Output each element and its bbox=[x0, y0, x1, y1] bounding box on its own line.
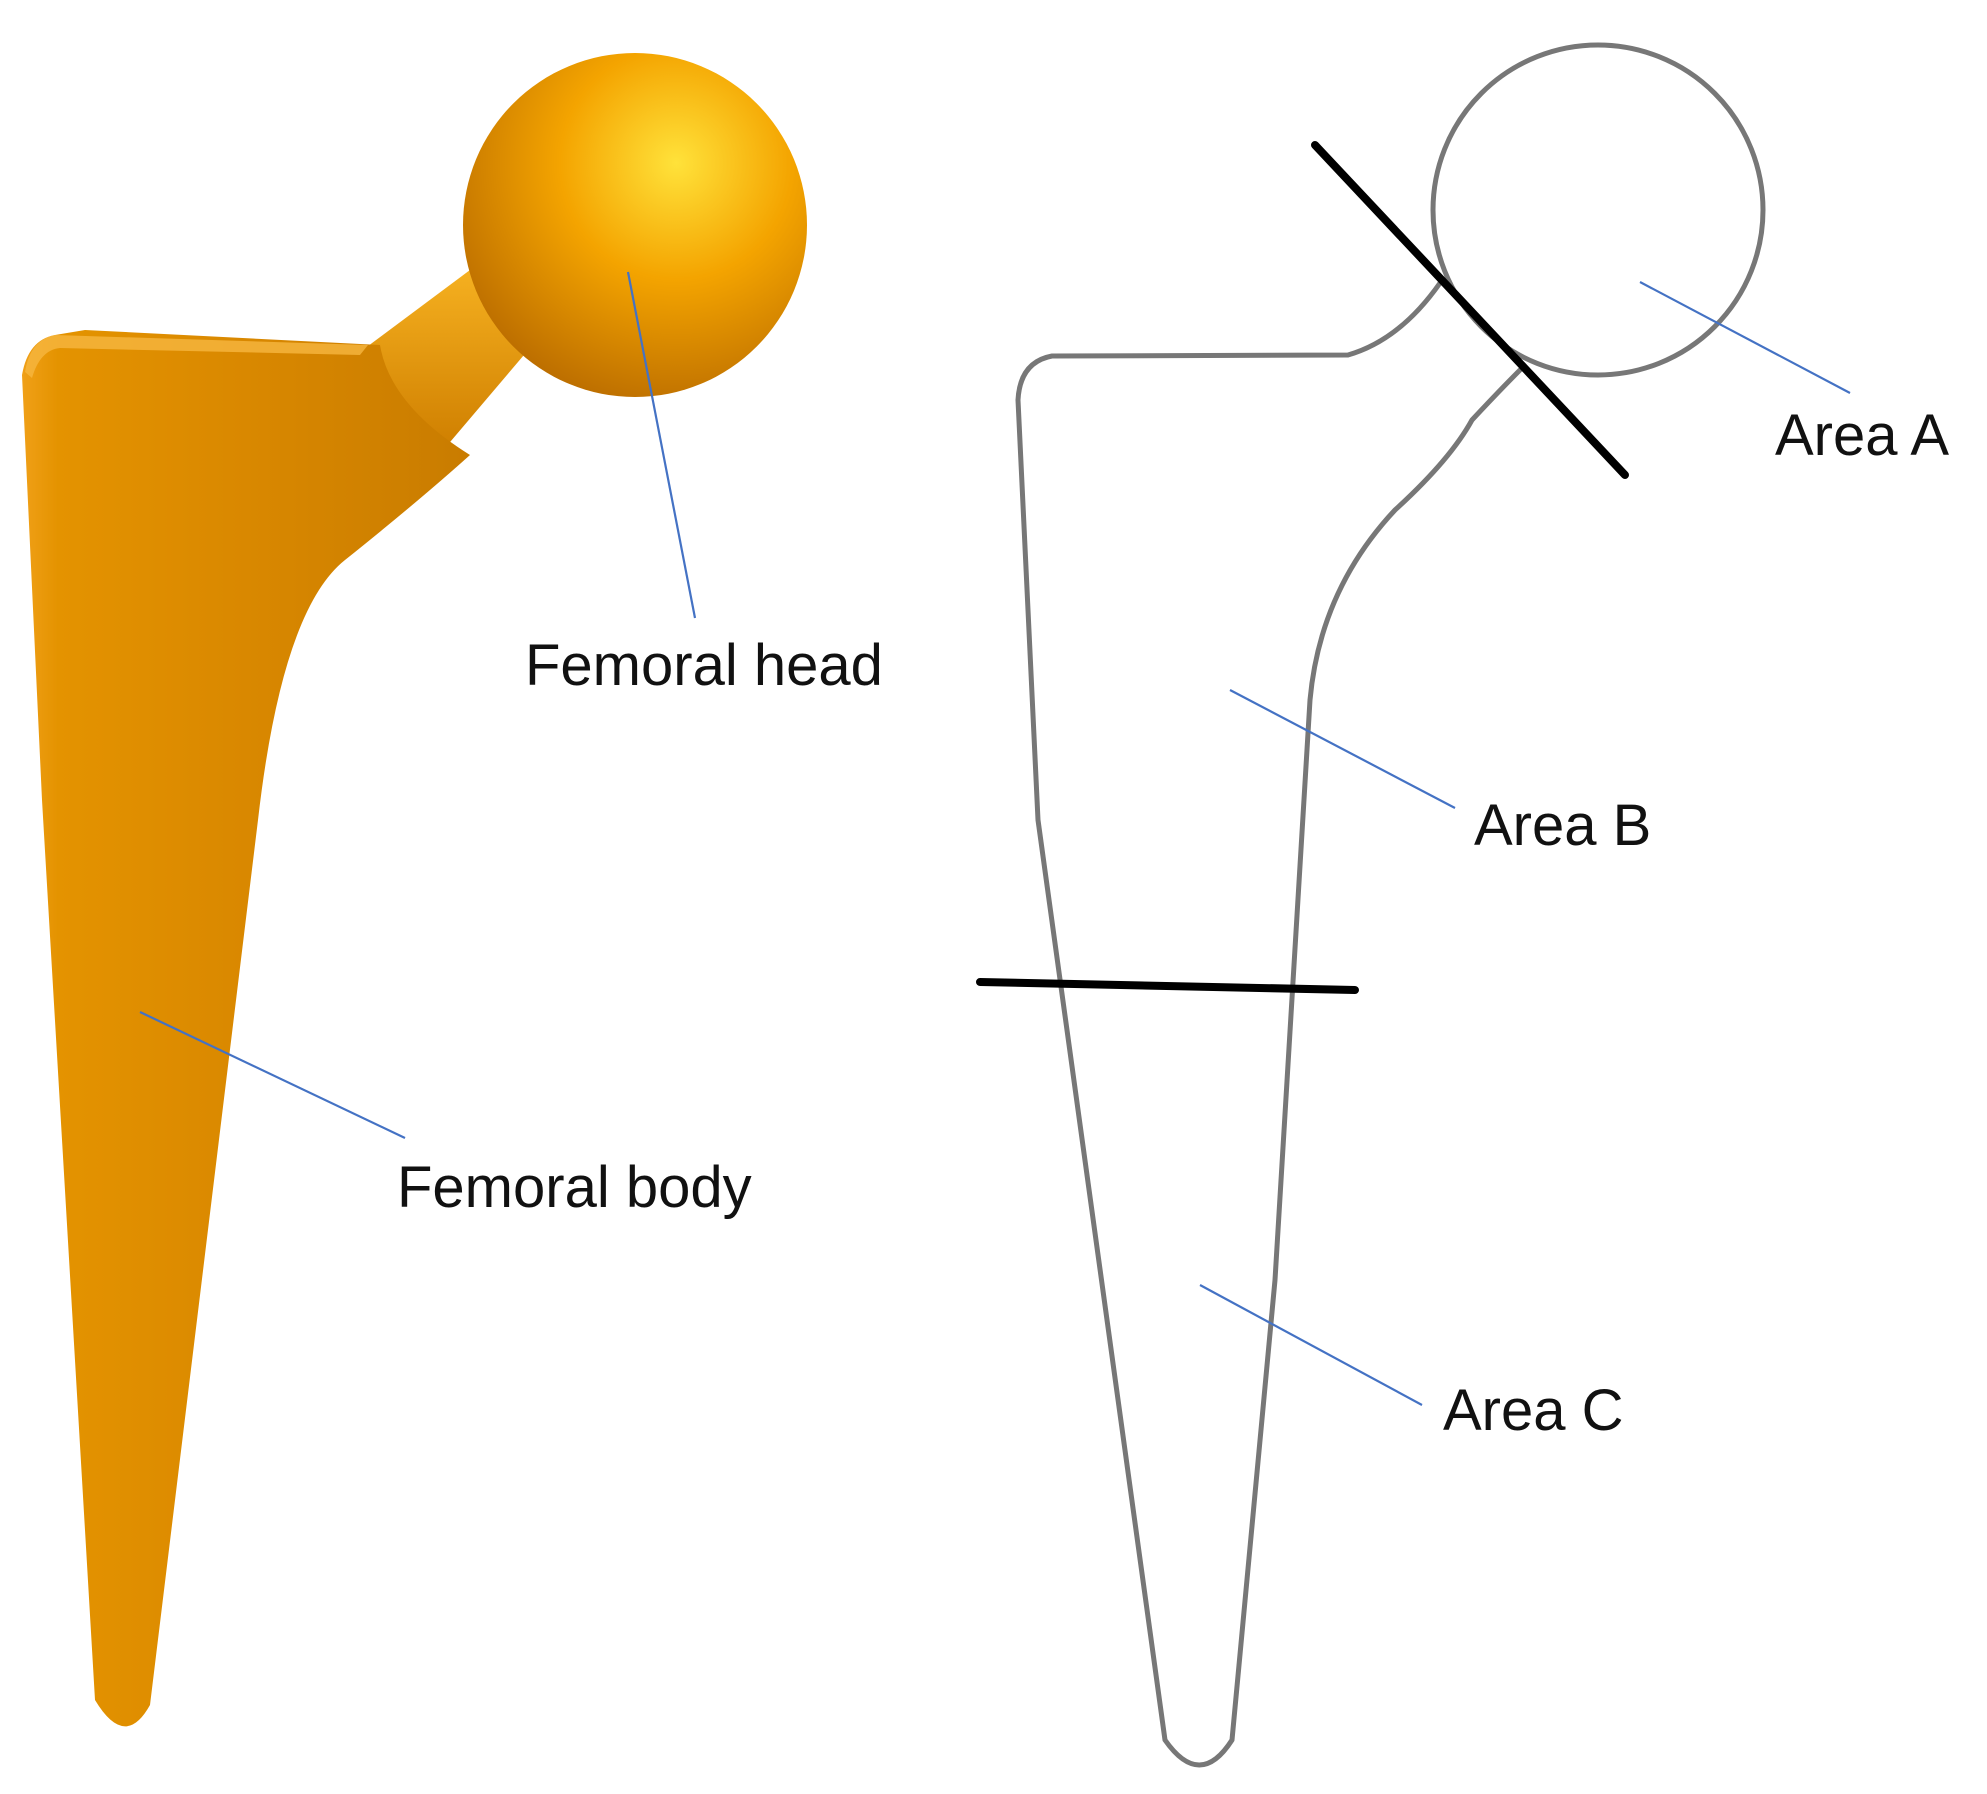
label-area-b: Area B bbox=[1474, 793, 1651, 858]
leader-area-b bbox=[1229, 689, 1456, 809]
labels: Femoral head Femoral body Area A Area B … bbox=[397, 403, 1949, 1443]
implant-model bbox=[22, 53, 807, 1727]
leader-femoral-head bbox=[626, 271, 697, 619]
leader-femoral-body bbox=[139, 1011, 406, 1139]
leader-lines bbox=[139, 271, 1851, 1406]
label-femoral-head: Femoral head bbox=[525, 633, 883, 698]
stem-outline bbox=[1015, 280, 1523, 1768]
leader-area-a bbox=[1639, 281, 1851, 394]
head-outline bbox=[1430, 42, 1766, 378]
divider-a-b bbox=[1311, 141, 1629, 479]
implant-body bbox=[22, 330, 470, 1727]
label-area-a: Area A bbox=[1775, 403, 1949, 468]
label-area-c: Area C bbox=[1443, 1378, 1624, 1443]
implant-outline-drawing bbox=[976, 42, 1766, 1768]
implant-shoulder-highlight bbox=[25, 335, 368, 378]
divider-b-c bbox=[976, 978, 1359, 994]
leader-area-c bbox=[1199, 1284, 1423, 1406]
femoral-head-sphere bbox=[463, 53, 807, 397]
label-femoral-body: Femoral body bbox=[397, 1155, 752, 1220]
